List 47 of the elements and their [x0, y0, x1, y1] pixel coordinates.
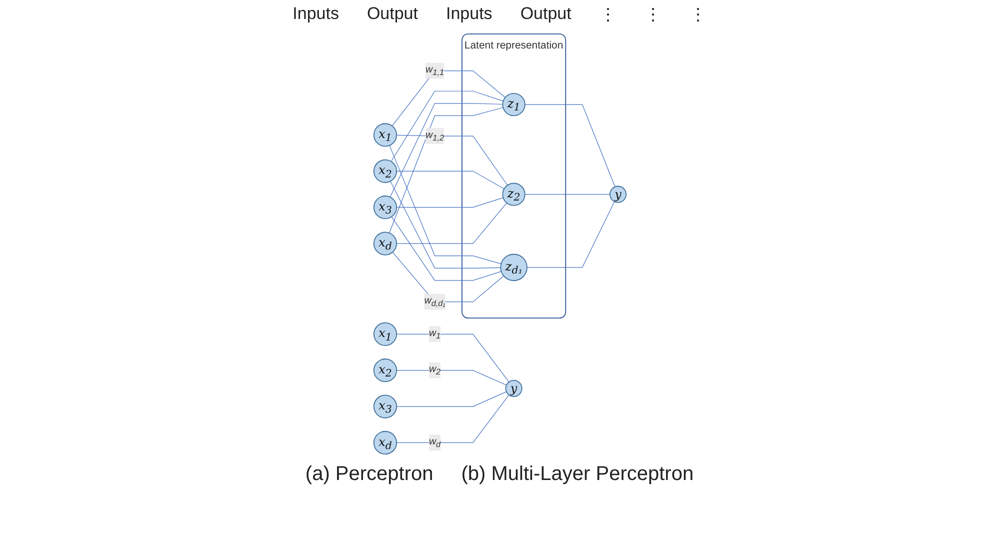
layer-label: Output	[366, 4, 418, 25]
layer-label: Inputs	[446, 4, 492, 25]
edge-label: w$_{1,2}$	[425, 130, 444, 142]
connector	[390, 90, 504, 162]
caption: (b) Multi-Layer Perceptron	[461, 463, 694, 486]
connector	[389, 103, 502, 198]
connector	[396, 134, 508, 186]
node-circle: y	[609, 186, 626, 203]
node-circle: z$_{2}$	[502, 182, 525, 206]
node-circle: x$_{3}$	[372, 394, 397, 418]
connector	[390, 180, 500, 268]
node-circle: x$_{3}$	[372, 196, 397, 220]
node-circle: x$_{1}$	[372, 322, 397, 346]
connector	[396, 394, 509, 444]
connector	[396, 391, 506, 407]
edge-label: w$_{1,1}$	[425, 64, 444, 77]
layer-label: ⋮	[644, 4, 662, 25]
node-circle: x$_{d}$	[372, 430, 397, 455]
connector	[388, 145, 501, 264]
connector	[391, 70, 506, 126]
node-circle: x$_{2}$	[372, 159, 397, 183]
edge-label: w$_{1}$	[428, 328, 440, 340]
connector	[396, 170, 504, 190]
connector	[396, 197, 504, 208]
connector	[388, 107, 503, 234]
edge-label: w$_{d}$	[428, 436, 440, 449]
layer-label: Inputs	[292, 4, 339, 25]
connector	[524, 104, 615, 188]
layer-label: ⋮	[599, 4, 616, 25]
connector	[392, 252, 504, 302]
layer-label: ⋮	[689, 4, 706, 25]
node-circle: z$_{d₁}$	[500, 254, 527, 282]
node-circle: x$_{2}$	[372, 358, 397, 382]
connector	[524, 194, 610, 195]
connector	[396, 334, 509, 382]
edge-label: w$_{d,d₁}$	[424, 296, 445, 308]
connector	[396, 202, 507, 244]
connector	[526, 201, 614, 268]
caption: (a) Perceptron	[305, 463, 434, 486]
node-circle: y	[504, 380, 522, 397]
node-circle: x$_{d}$	[372, 232, 397, 256]
connector	[396, 370, 506, 386]
connector	[390, 216, 502, 281]
node-circle: z$_{1}$	[502, 93, 525, 116]
edge-label: w$_{2}$	[428, 364, 440, 377]
layer-label: Output	[520, 4, 572, 25]
node-circle: x$_{1}$	[372, 123, 397, 147]
